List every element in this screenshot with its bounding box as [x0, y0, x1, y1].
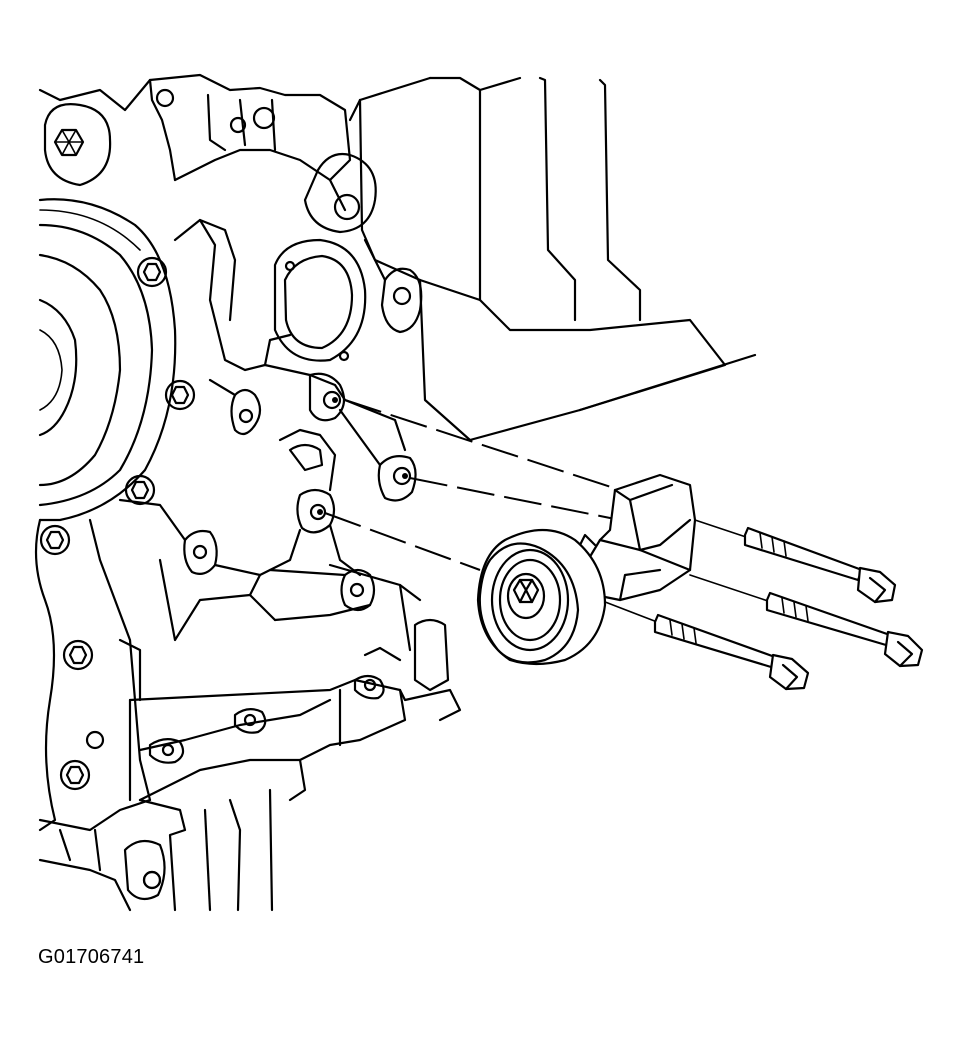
idler-pulley-bracket [578, 473, 697, 602]
figure-code: G01706741 [38, 946, 145, 968]
bolt-lower [653, 613, 810, 691]
engine-block [34, 73, 757, 912]
bolt-upper [743, 526, 897, 604]
bolt-middle [765, 591, 924, 668]
alignment-lines [324, 399, 781, 626]
crankshaft-pulley [39, 329, 63, 411]
idler-pulley [476, 529, 607, 666]
